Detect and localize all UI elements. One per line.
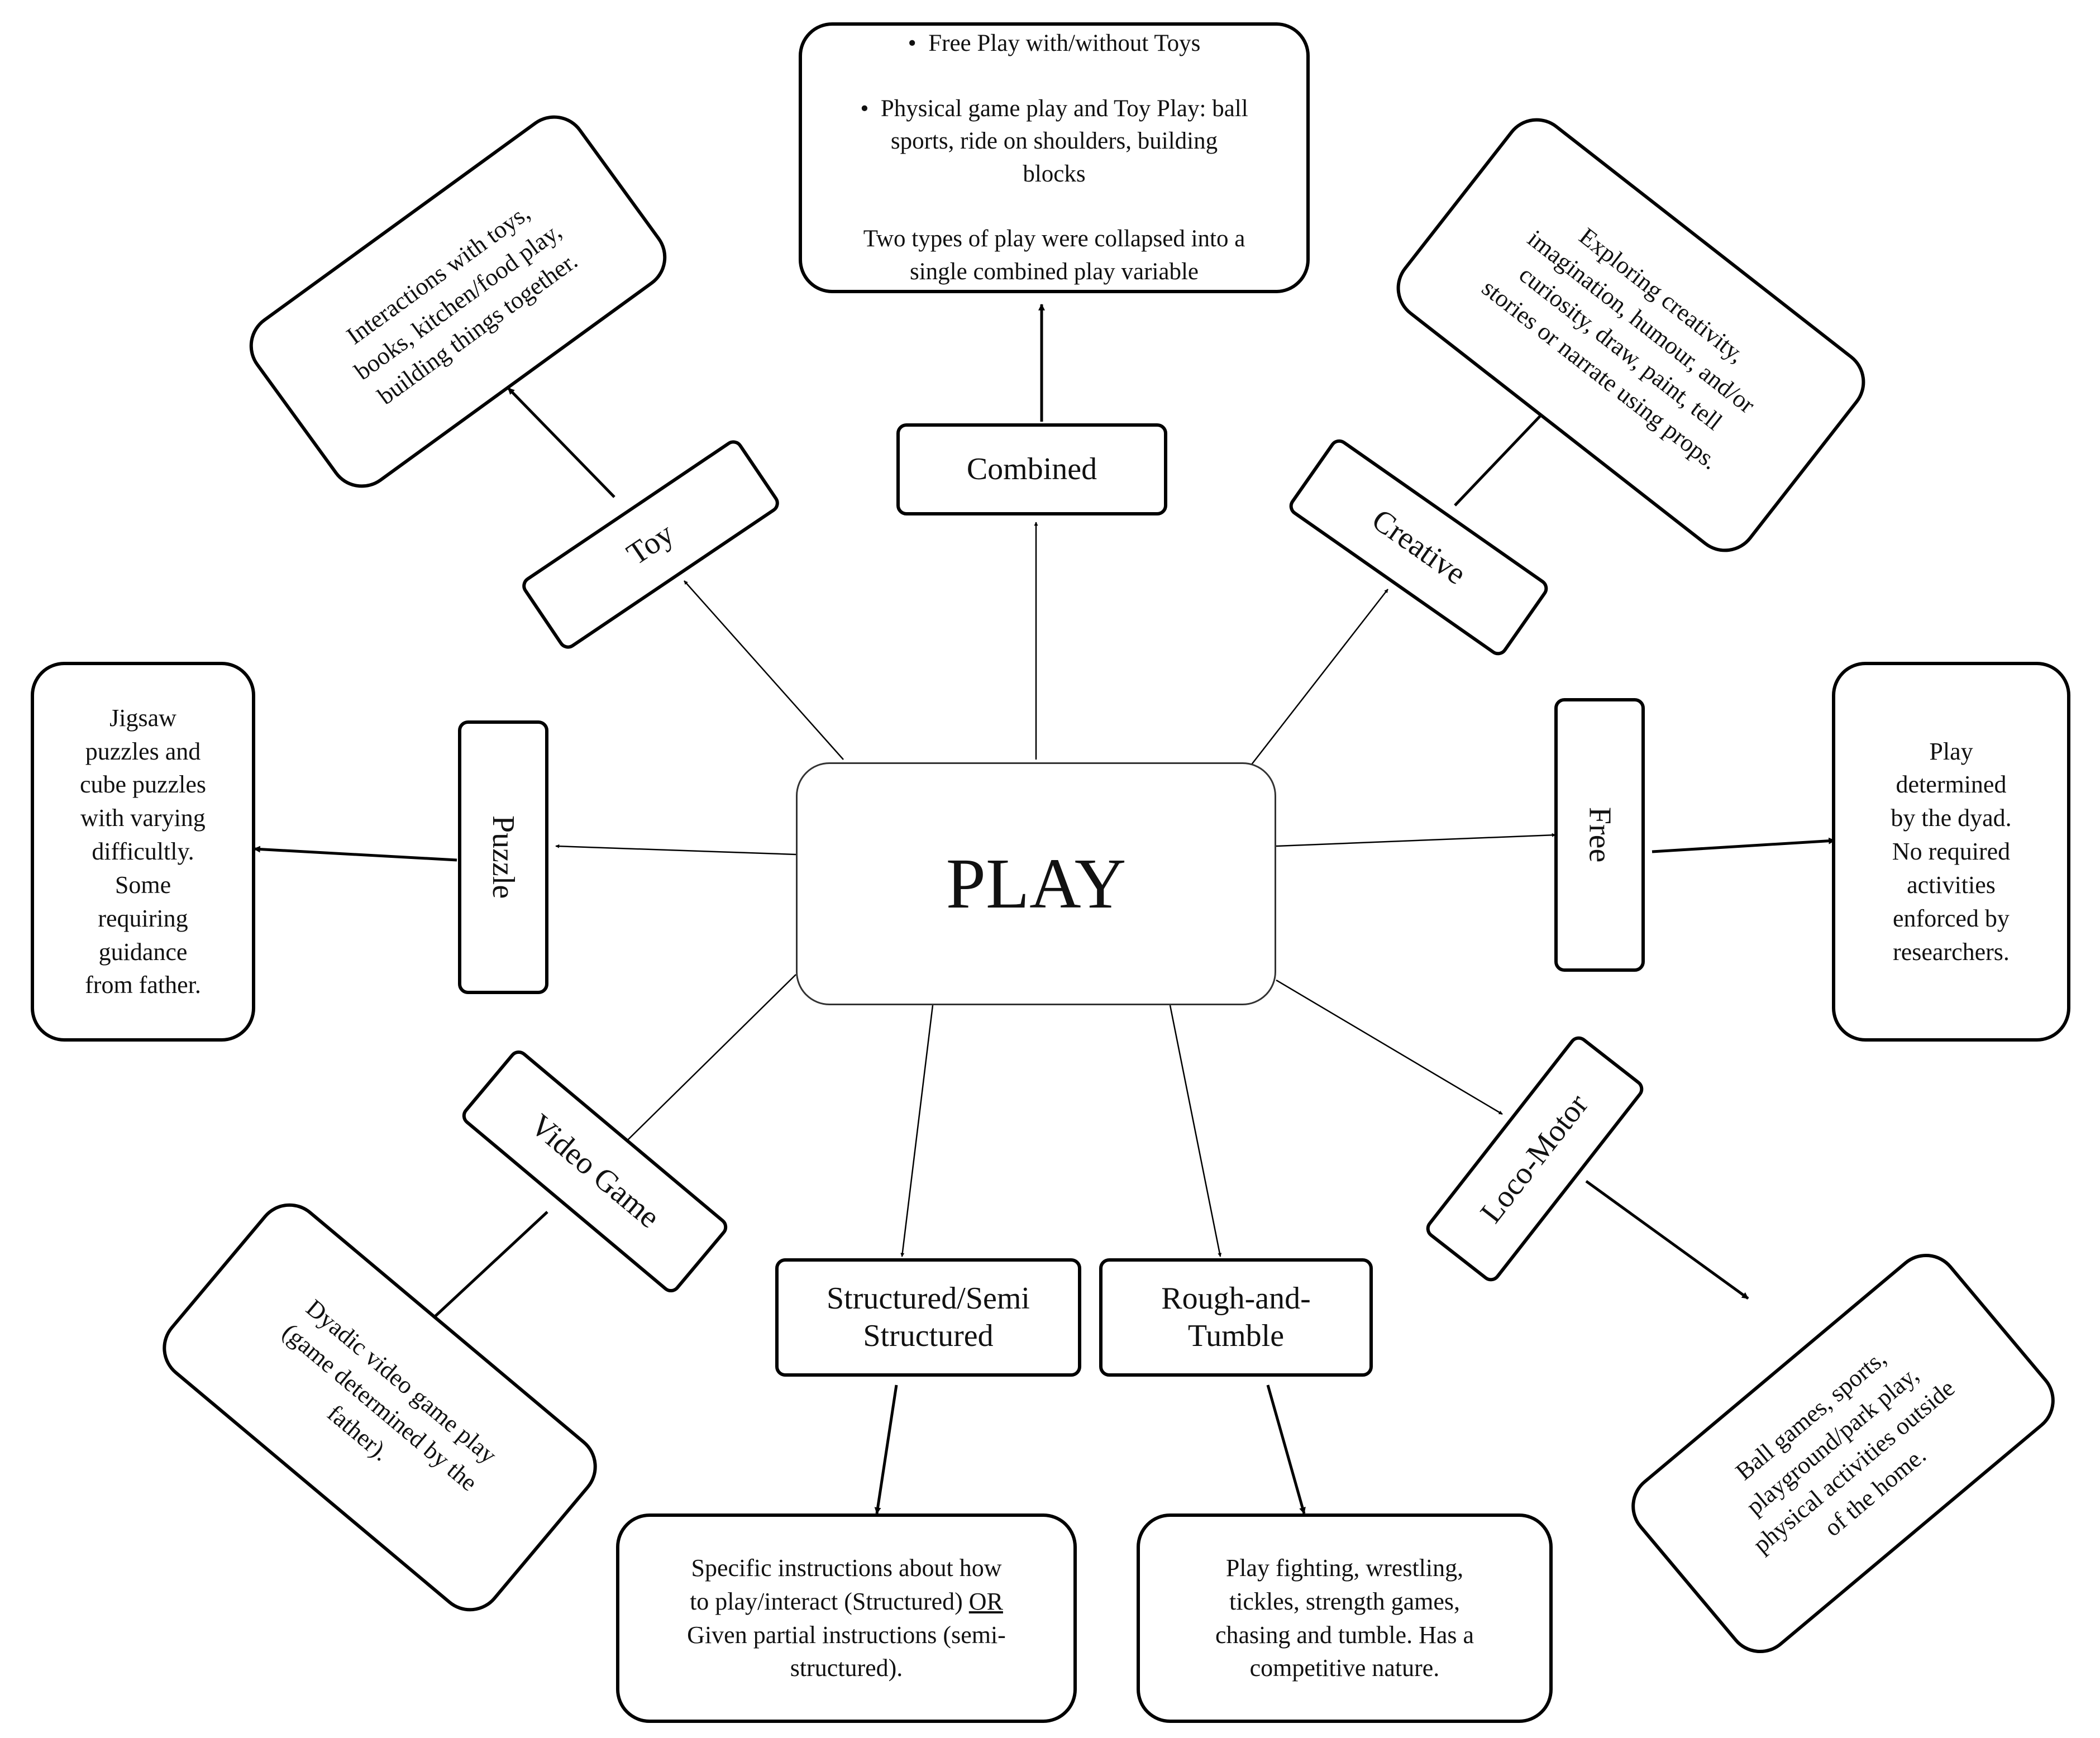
category-combined: Combined [896,423,1167,515]
description-puzzle: Jigsaw puzzles and cube puzzles with var… [31,662,255,1042]
arrow-play-to-toy [684,580,844,760]
description-combined-bullet-2: Physical game play and Toy Play: ball sp… [860,93,1248,190]
arrow-rough-to-desc [1266,1384,1306,1515]
category-puzzle-label: Puzzle [486,815,521,899]
description-structured-or: OR [968,1587,1003,1615]
category-toy-label: Toy [621,516,680,572]
arrow-play-to-creative [1251,589,1388,766]
arrow-play-to-videogame [625,974,796,1143]
arrow-play-to-locomotor [1276,979,1503,1115]
description-puzzle-text: Jigsaw puzzles and cube puzzles with var… [80,704,206,999]
description-rough-and-tumble: Play fighting, wrestling, tickles, stren… [1137,1513,1553,1723]
description-combined: Free Play with/without Toys Physical gam… [799,22,1310,293]
arrow-puzzle-to-desc [253,846,457,862]
arrow-play-to-free [1276,833,1556,847]
description-rough-and-tumble-text: Play fighting, wrestling, tickles, stren… [1215,1554,1474,1682]
category-rough-and-tumble-label: Rough-and- Tumble [1161,1281,1311,1353]
arrow-free-to-desc [1652,837,1836,853]
category-puzzle: Puzzle [458,720,548,994]
category-combined-label: Combined [966,451,1097,486]
description-free-text: Play determined by the dyad. No required… [1891,737,2012,966]
description-structured-part-1: Specific instructions about how to play/… [690,1554,1002,1615]
category-structured: Structured/Semi Structured [775,1258,1081,1377]
arrow-play-to-structured [900,1005,934,1257]
description-structured: Specific instructions about how to play/… [616,1513,1077,1723]
arrow-locomotor-to-desc [1585,1180,1749,1300]
category-structured-label: Structured/Semi Structured [827,1281,1030,1353]
arrow-toy-to-desc [507,387,615,498]
arrow-structured-to-desc [874,1384,898,1515]
category-rough-and-tumble: Rough-and- Tumble [1099,1258,1373,1377]
category-free-label: Free [1582,807,1617,863]
play-center-node: PLAY [796,762,1276,1005]
play-center-label: PLAY [946,844,1127,923]
arrow-play-to-rough [1169,1005,1222,1257]
category-free: Free [1554,698,1645,972]
description-combined-bullet-1: Free Play with/without Toys [860,27,1248,60]
description-structured-part-2: Given partial instructions (semi- struct… [687,1621,1006,1682]
description-free: Play determined by the dyad. No required… [1832,662,2070,1042]
arrow-play-to-puzzle [555,844,796,856]
arrow-videogame-to-desc [426,1211,548,1325]
description-combined-note: Two types of play were collapsed into a … [863,226,1245,285]
